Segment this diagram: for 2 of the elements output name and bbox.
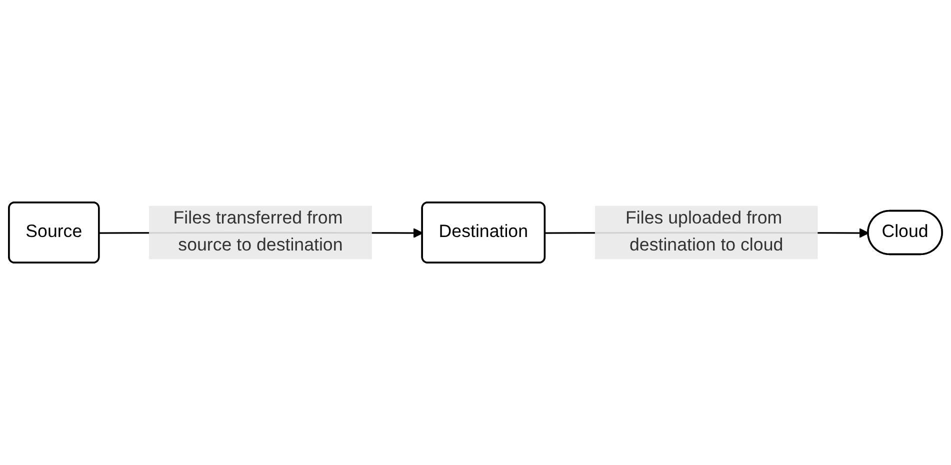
- edge-label: Files transferred from source to destination: [173, 209, 343, 255]
- edge-label: Files uploaded from destination to cloud: [626, 209, 784, 255]
